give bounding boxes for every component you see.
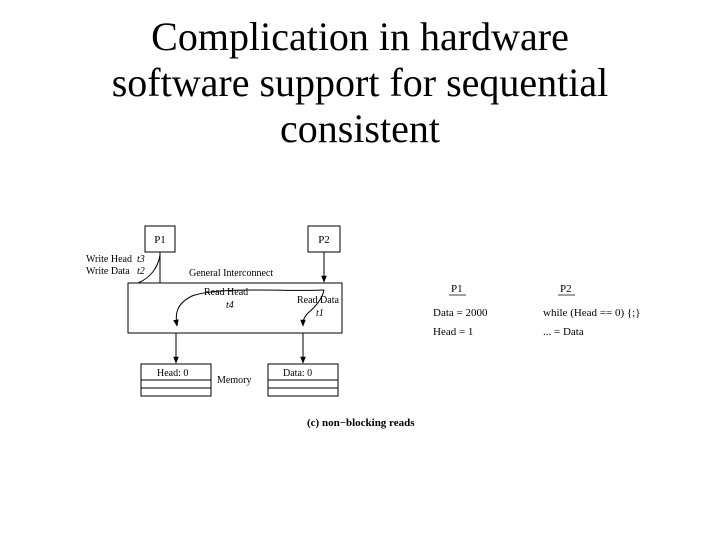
code-p1-header: P1 <box>451 283 463 295</box>
t3-label: t3 <box>137 254 145 265</box>
write-head-label: Write Head <box>86 254 132 265</box>
t2-label: t2 <box>137 266 145 277</box>
t1-label: t1 <box>316 308 324 319</box>
code-p2-line-2: ... = Data <box>543 326 584 338</box>
mem-head-label: Head: 0 <box>157 368 188 379</box>
read-head-label: Read Head <box>204 287 248 298</box>
memory-data-module <box>267 363 339 397</box>
interconnect-box <box>127 282 343 334</box>
interconnect-label: General Interconnect <box>189 268 273 279</box>
figure-caption: (c) non−blocking reads <box>307 417 415 429</box>
memory-label: Memory <box>217 375 251 386</box>
slide-title: Complication in hardware software suppor… <box>0 14 720 152</box>
write-data-label: Write Data <box>86 266 130 277</box>
mem-data-label: Data: 0 <box>283 368 312 379</box>
p1-write-curve <box>137 254 161 284</box>
p2-label: P2 <box>318 234 330 246</box>
read-data-label: Read Data <box>297 295 339 306</box>
read-head-path <box>173 289 325 327</box>
code-p2-header: P2 <box>560 283 572 295</box>
p1-box <box>144 225 176 253</box>
read-data-path <box>300 289 325 327</box>
code-p2-line-1: while (Head == 0) {;} <box>543 307 641 319</box>
code-p1-line-1: Data = 2000 <box>433 307 488 319</box>
memory-head-module <box>140 363 212 397</box>
code-p1-line-2: Head = 1 <box>433 326 473 338</box>
title-line-1: Complication in hardware <box>151 14 569 59</box>
title-line-2: software support for sequential <box>111 60 609 105</box>
t4-label: t4 <box>226 300 234 311</box>
title-line-3: consistent <box>280 106 440 151</box>
p1-label: P1 <box>154 234 166 246</box>
